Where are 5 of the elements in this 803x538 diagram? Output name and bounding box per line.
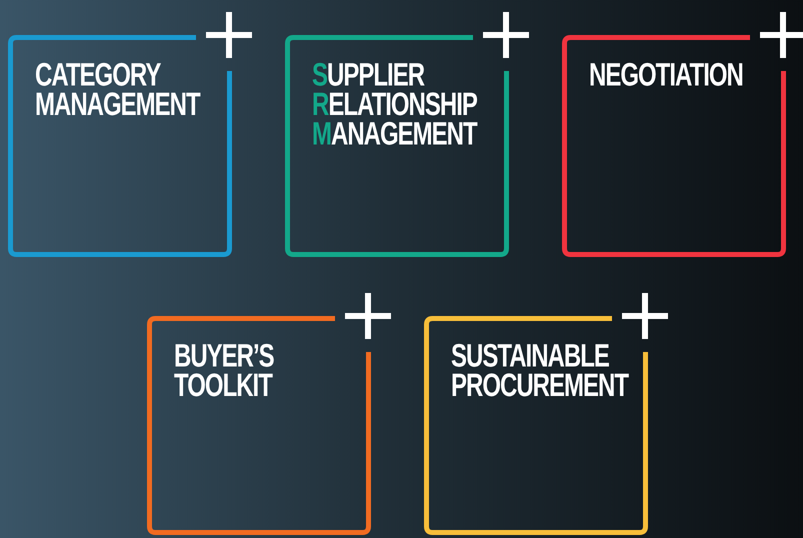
card-title: NEGOTIATION: [589, 61, 743, 91]
card-title: SUSTAINABLE PROCUREMENT: [451, 342, 628, 402]
card-title: SUPPLIER RELATIONSHIP MANAGEMENT: [312, 61, 477, 150]
card-title: CATEGORY MANAGEMENT: [35, 61, 200, 120]
card-title: BUYER’S TOOLKIT: [174, 342, 274, 402]
